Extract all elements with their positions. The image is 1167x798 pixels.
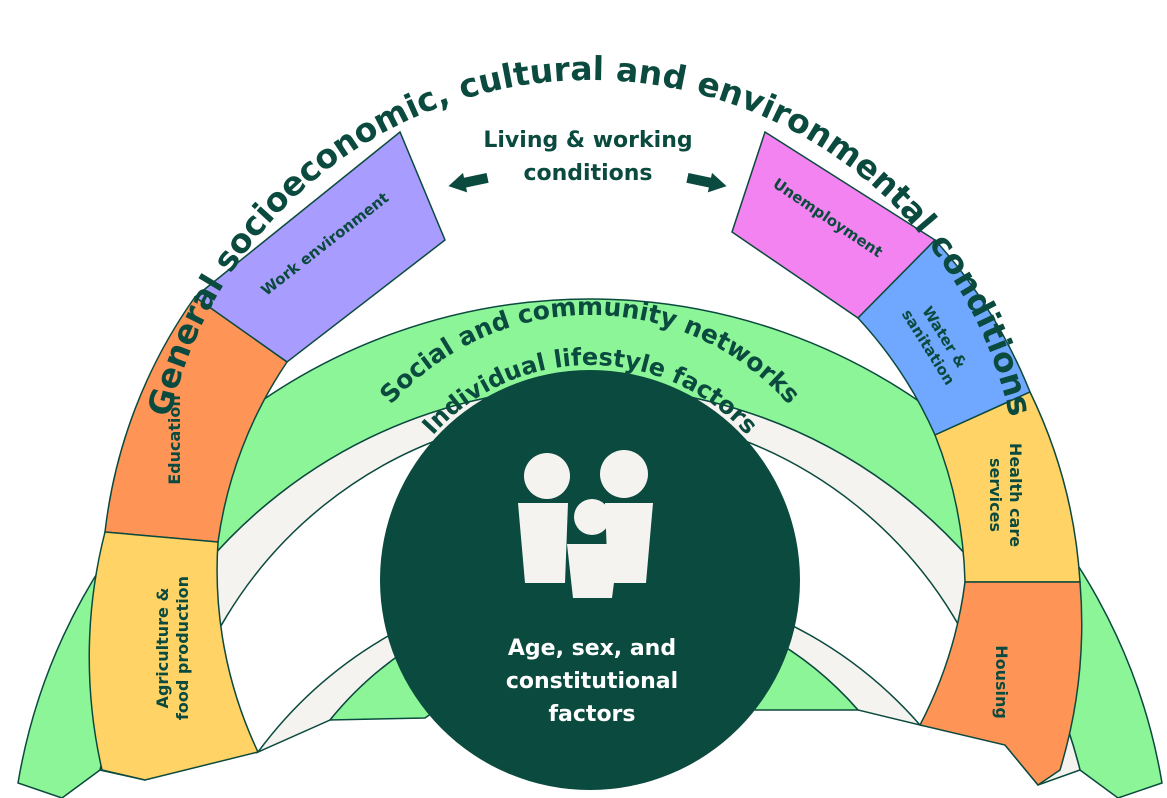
housing-label: Housing xyxy=(992,645,1011,719)
core-label-line1: Age, sex, and xyxy=(508,636,676,661)
living-working-ring xyxy=(99,386,1081,786)
health-care-label: Health care services xyxy=(986,443,1025,547)
agriculture-label: Agriculture & food production xyxy=(153,576,192,720)
svg-text:Agriculture &: Agriculture & xyxy=(153,588,172,709)
svg-text:food production: food production xyxy=(173,576,192,720)
core-label-line2: constitutional xyxy=(506,669,678,694)
segment-housing[interactable] xyxy=(918,581,1083,787)
living-working-title: Living & working xyxy=(483,128,692,153)
svg-text:Health care: Health care xyxy=(1006,443,1025,547)
people-icon xyxy=(518,450,653,598)
core-label-line3: factors xyxy=(548,702,635,727)
svg-text:services: services xyxy=(986,458,1005,532)
double-arrow-icon xyxy=(448,172,727,193)
segment-agriculture[interactable] xyxy=(88,531,260,781)
segment-education[interactable] xyxy=(104,295,289,543)
living-working-subtitle: conditions xyxy=(523,161,652,186)
education-label: Education xyxy=(165,395,184,485)
